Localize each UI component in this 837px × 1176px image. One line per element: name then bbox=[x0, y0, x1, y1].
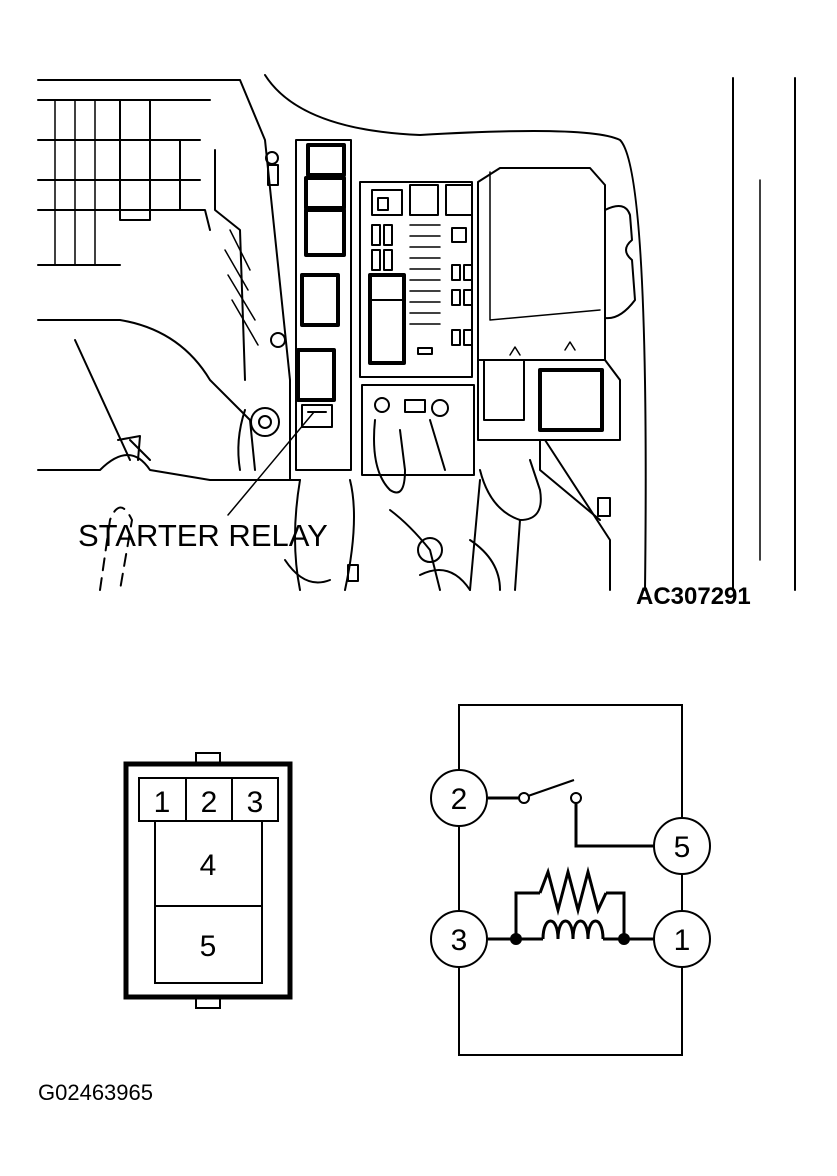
relay-schematic bbox=[430, 704, 711, 1056]
coil-symbol bbox=[541, 919, 605, 940]
switch-contact-left bbox=[518, 792, 530, 804]
engine-bay-illustration bbox=[37, 74, 796, 591]
footer-figure-code: G02463965 bbox=[38, 1080, 153, 1105]
terminal-1-label: 1 bbox=[674, 924, 691, 957]
resistor-symbol bbox=[538, 866, 608, 916]
relay-connector bbox=[123, 752, 293, 1009]
connector-pin-1: 1 bbox=[154, 786, 171, 819]
terminal-3-circle bbox=[430, 910, 488, 968]
connector-pin-5: 5 bbox=[200, 930, 217, 963]
starter-relay-callout: STARTER RELAY bbox=[78, 518, 328, 553]
connector-pin-3: 3 bbox=[247, 786, 264, 819]
terminal-2-circle bbox=[430, 769, 488, 827]
connector-pin-4: 4 bbox=[200, 849, 217, 882]
terminal-5-circle bbox=[653, 817, 711, 875]
switch-contact-right bbox=[570, 792, 582, 804]
terminal-5-label: 5 bbox=[674, 831, 691, 864]
terminal-3-label: 3 bbox=[451, 924, 468, 957]
terminal-1-circle bbox=[653, 910, 711, 968]
illustration-figure-code: AC307291 bbox=[636, 583, 751, 610]
terminal-2-label: 2 bbox=[451, 783, 468, 816]
connector-pin-2: 2 bbox=[201, 786, 218, 819]
